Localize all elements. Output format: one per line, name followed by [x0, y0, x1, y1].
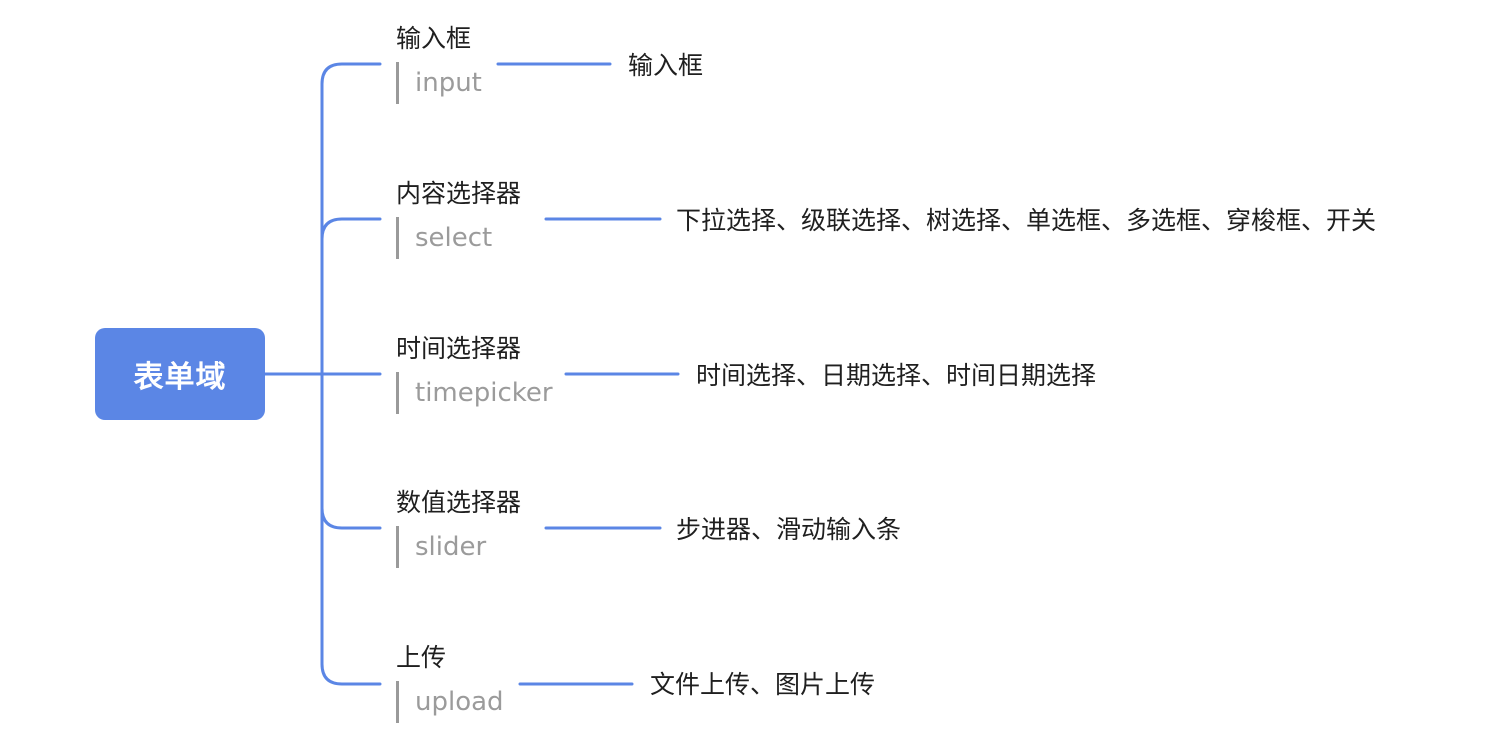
branch-connector-upload [320, 662, 382, 686]
branch-node-input[interactable]: 输入框 input [396, 24, 656, 104]
branch-node-upload[interactable]: 上传 upload [396, 643, 656, 723]
branch-node-timepicker[interactable]: 时间选择器 timepicker [396, 334, 656, 414]
leaf-node-upload[interactable]: 文件上传、图片上传 [650, 670, 876, 699]
branch-note: upload [396, 681, 504, 723]
branch-note: select [396, 217, 492, 259]
branch-title: 上传 [396, 643, 447, 672]
branch-note: slider [396, 526, 486, 568]
branch-note: input [396, 62, 482, 104]
branch-title: 时间选择器 [396, 334, 522, 363]
branch-note: timepicker [396, 372, 553, 414]
root-node[interactable]: 表单域 [95, 328, 265, 420]
branch-connector-input [320, 62, 382, 86]
branch-title: 内容选择器 [396, 179, 522, 208]
branch-connector-select [320, 217, 382, 241]
branch-title: 输入框 [396, 24, 472, 53]
leaf-node-select[interactable]: 下拉选择、级联选择、树选择、单选框、多选框、穿梭框、开关 [676, 206, 1377, 235]
leaf-node-slider[interactable]: 步进器、滑动输入条 [676, 515, 902, 544]
branch-connector-slider [320, 506, 382, 530]
root-node-label: 表单域 [133, 360, 227, 395]
branch-node-select[interactable]: 内容选择器 select [396, 179, 656, 259]
branch-node-slider[interactable]: 数值选择器 slider [396, 488, 656, 568]
leaf-node-timepicker[interactable]: 时间选择、日期选择、时间日期选择 [696, 361, 1097, 390]
branch-title: 数值选择器 [396, 488, 522, 517]
leaf-node-input[interactable]: 输入框 [628, 51, 704, 80]
